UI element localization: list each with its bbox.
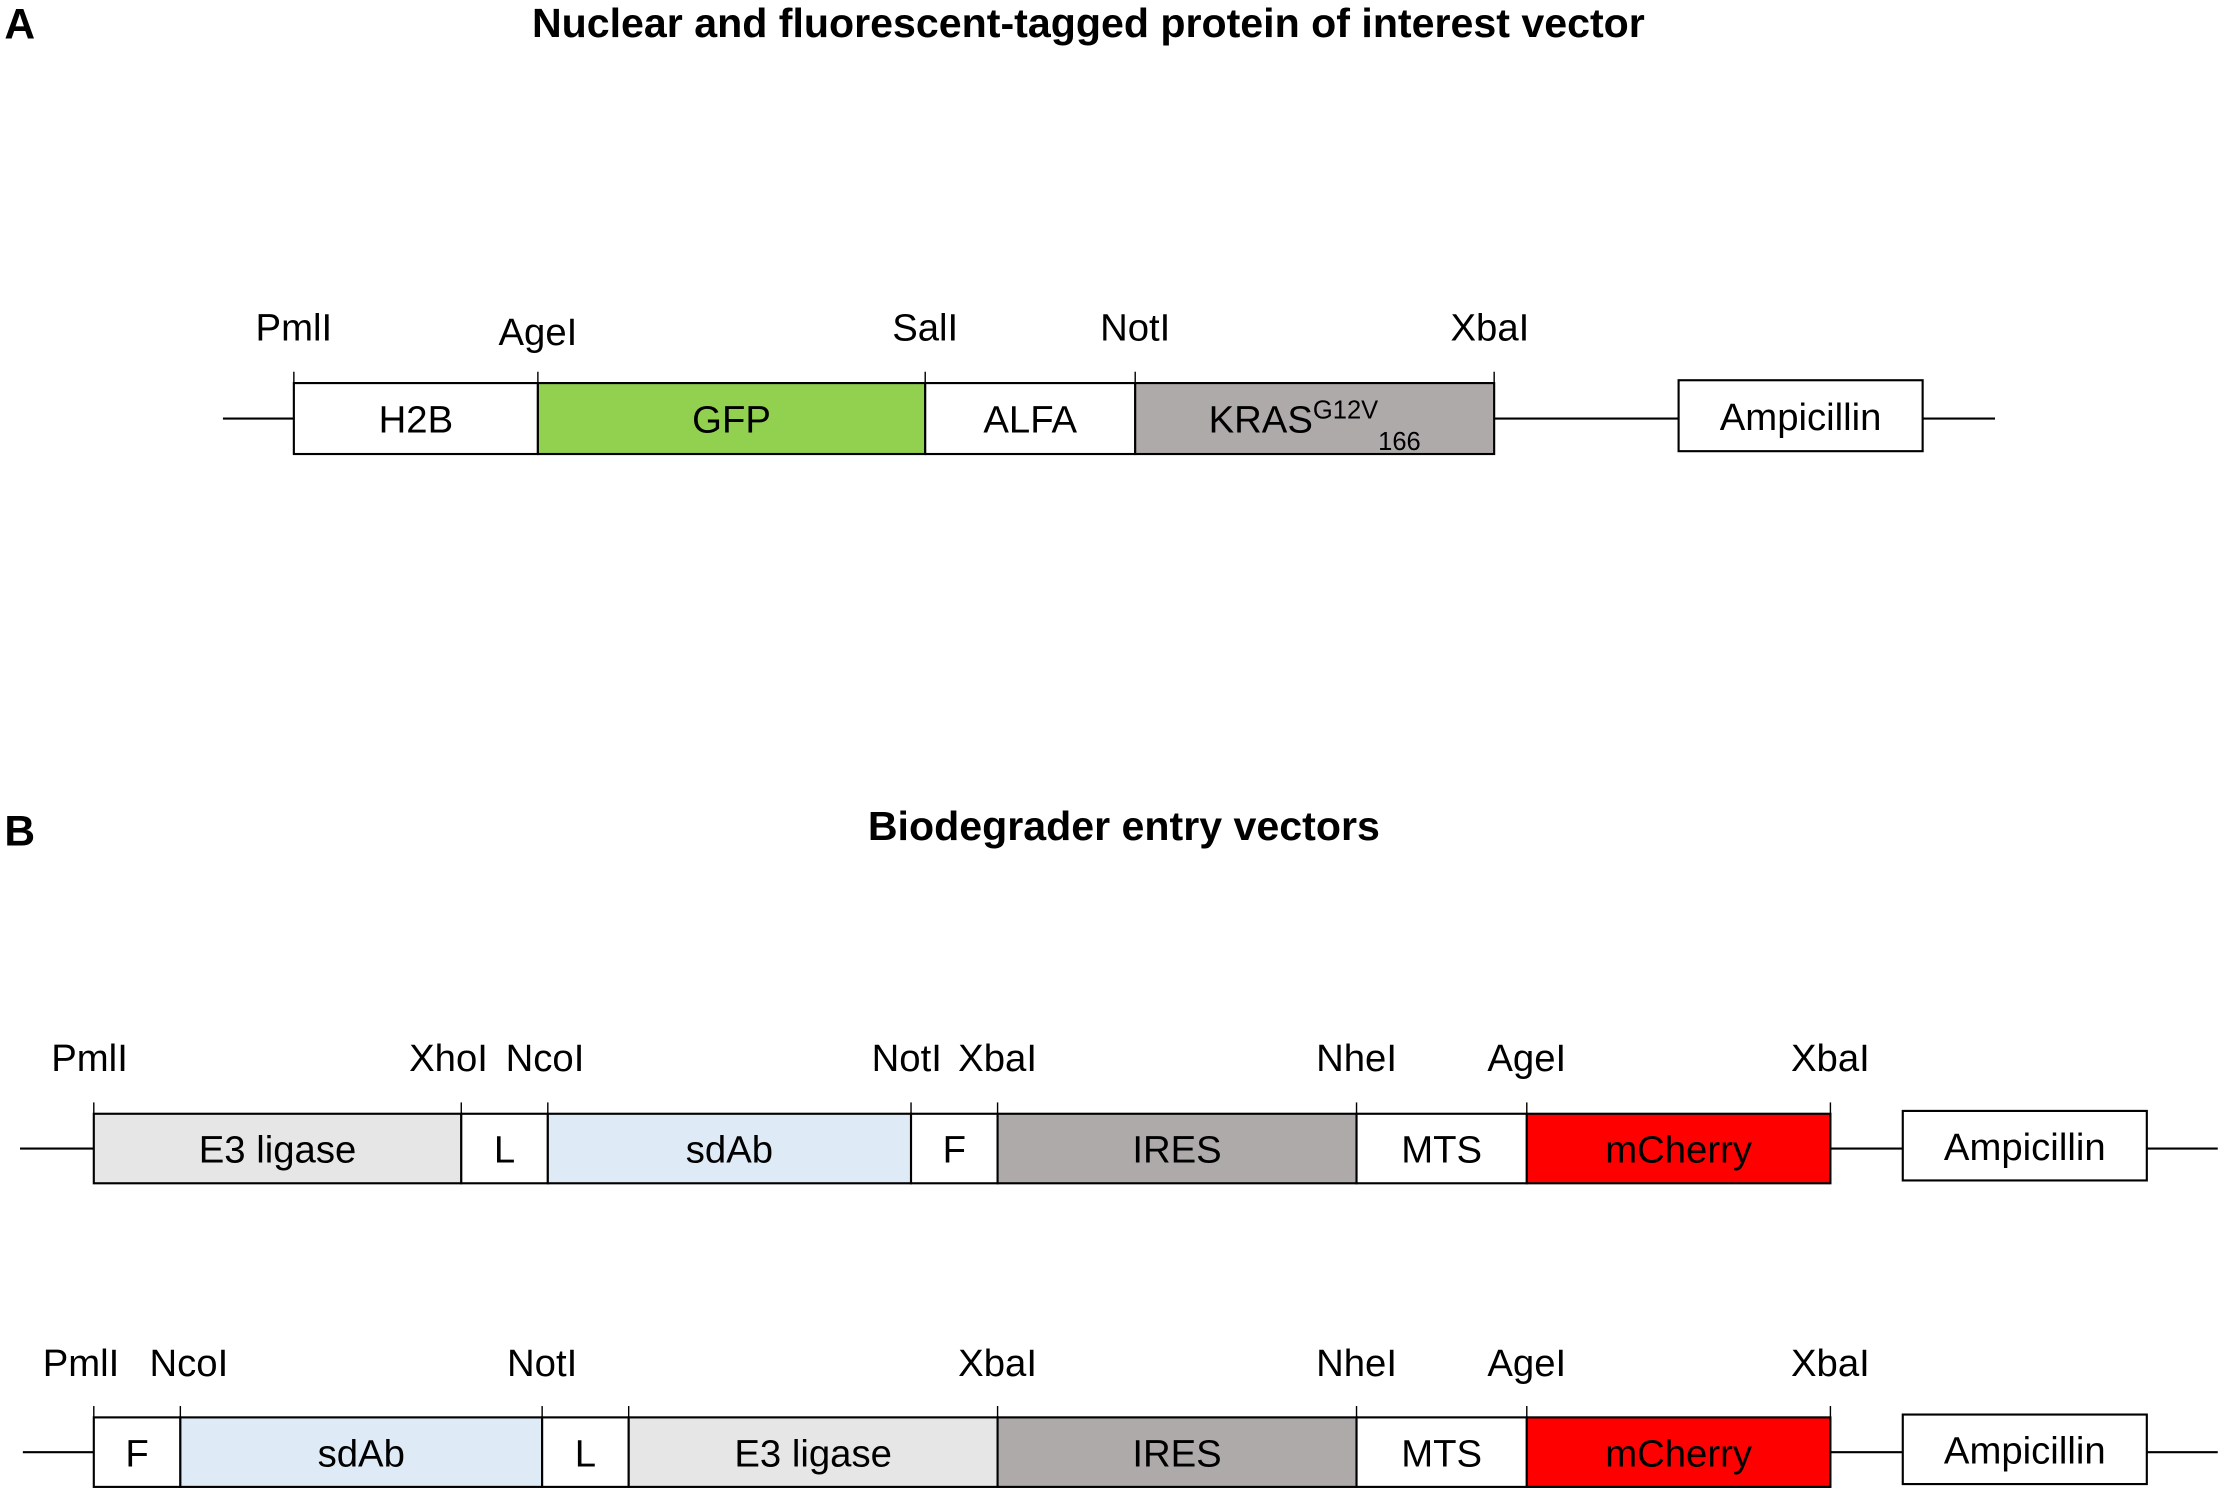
segment-label: KRASG12V166	[1209, 397, 1421, 456]
restriction-site-label: XbaI	[1451, 307, 1530, 350]
segment-label: sdAb	[318, 1432, 405, 1475]
segment-label: IRES	[1132, 1129, 1221, 1172]
restriction-site-label: NotI	[872, 1037, 942, 1080]
segment-box	[1355, 1416, 1528, 1488]
restriction-site-label: XbaI	[1791, 1342, 1870, 1385]
panel-a-title: Nuclear and fluorescent-tagged protein o…	[532, 0, 1645, 46]
segment-box	[92, 1416, 182, 1488]
ampicillin-box	[1677, 379, 1924, 453]
restriction-site-label: PmlI	[43, 1342, 120, 1385]
segment-label: sdAb	[686, 1129, 773, 1172]
restriction-site-label: NheI	[1316, 1342, 1397, 1385]
segment-label: L	[575, 1432, 596, 1475]
segment-label: H2B	[379, 399, 454, 442]
segment-label: F	[125, 1432, 148, 1475]
restriction-site-label: PmlI	[256, 307, 333, 350]
ampicillin-box	[1901, 1413, 2148, 1486]
segment-label: E3 ligase	[734, 1432, 892, 1475]
restriction-site-label: PmlI	[51, 1037, 128, 1080]
segment-box	[1525, 1416, 1832, 1488]
ampicillin-label: Ampicillin	[1720, 396, 1882, 439]
segment-label: GFP	[692, 399, 771, 442]
segment-box	[909, 1112, 999, 1185]
restriction-site-label: XbaI	[958, 1342, 1037, 1385]
segment-label: mCherry	[1605, 1129, 1753, 1172]
construct-map: H2B GFP ALFA KRASG12V166 PmlI AgeI SalI NotI Xba…	[222, 307, 1995, 456]
ampicillin-label: Ampicillin	[1944, 1126, 2106, 1169]
restriction-site-label: NheI	[1316, 1037, 1397, 1080]
restriction-site-label: XbaI	[1791, 1037, 1870, 1080]
segment-box	[92, 1112, 463, 1185]
segment-box	[179, 1416, 544, 1488]
panel-b-label: B	[4, 808, 35, 856]
restriction-site-label: XbaI	[958, 1037, 1037, 1080]
restriction-site-label: NcoI	[149, 1342, 228, 1385]
restriction-site-label: XhoI	[409, 1037, 488, 1080]
segment-box	[1134, 382, 1496, 456]
segment-label: MTS	[1401, 1129, 1482, 1172]
segment-label-superscript: G12V	[1313, 397, 1378, 425]
segment-label-main: KRAS	[1209, 399, 1313, 442]
segment-box	[924, 382, 1137, 456]
segment-box	[996, 1416, 1358, 1488]
segment-box	[546, 1112, 913, 1185]
restriction-site-label: AgeI	[498, 311, 577, 354]
segment-label: L	[494, 1129, 515, 1172]
segment-box	[996, 1112, 1358, 1185]
segment-label: ALFA	[983, 399, 1077, 442]
segment-label: MTS	[1401, 1432, 1482, 1475]
ampicillin-box	[1901, 1109, 2148, 1182]
segment-box	[536, 382, 927, 456]
restriction-site-label: NotI	[507, 1342, 577, 1385]
segment-label-subscript: 166	[1378, 428, 1421, 456]
restriction-site-label: AgeI	[1487, 1342, 1566, 1385]
restriction-site-label: NotI	[1100, 307, 1170, 350]
restriction-site-label: SalI	[892, 307, 958, 350]
segment-box	[627, 1416, 999, 1488]
panel-b-title: Biodegrader entry vectors	[868, 803, 1380, 849]
segment-label: F	[943, 1129, 966, 1172]
segment-box	[1355, 1112, 1528, 1185]
segment-box	[460, 1112, 549, 1185]
panel-a-label: A	[4, 0, 35, 48]
segment-box	[1525, 1112, 1832, 1185]
segment-label: mCherry	[1605, 1432, 1753, 1475]
restriction-site-label: AgeI	[1487, 1037, 1566, 1080]
restriction-site-label: NcoI	[506, 1037, 585, 1080]
ampicillin-label: Ampicillin	[1944, 1429, 2106, 1472]
segment-label: E3 ligase	[199, 1129, 357, 1172]
segment-label: IRES	[1132, 1432, 1221, 1475]
